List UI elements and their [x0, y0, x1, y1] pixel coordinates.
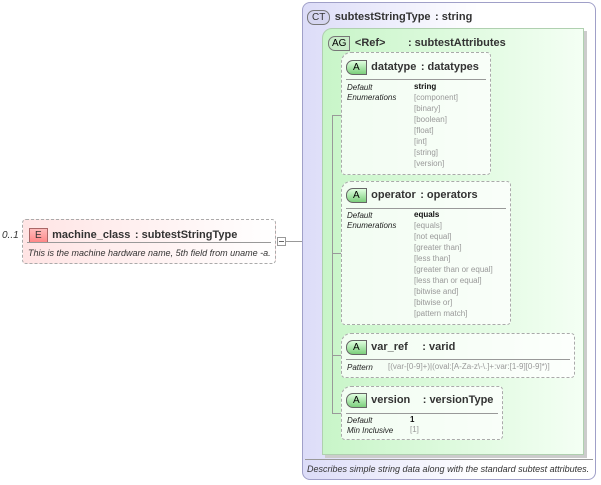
- enum-value: [float]: [414, 126, 434, 135]
- enum-value: [component]: [414, 93, 459, 102]
- default-value: string: [414, 82, 437, 91]
- attribute-group-type: : subtestAttributes: [407, 37, 506, 49]
- complex-type-type: : string: [435, 11, 473, 23]
- element-badge: E: [29, 228, 48, 243]
- min-inclusive-label: Min Inclusive: [347, 426, 394, 435]
- attribute-group-ref: <Ref>: [354, 37, 386, 49]
- enum-value: [int]: [414, 137, 427, 146]
- attribute-version[interactable]: A version : versionType Default Min Incl…: [341, 386, 503, 440]
- enum-value: [less than]: [414, 254, 451, 263]
- complex-type-badge: CT: [307, 10, 331, 25]
- attribute-group-badge: AG: [328, 36, 351, 51]
- element-name: machine_class: [52, 229, 131, 241]
- attribute-name: datatype: [371, 61, 417, 73]
- default-value: equals: [414, 210, 440, 219]
- attribute-type: : versionType: [422, 394, 494, 406]
- enum-value: [binary]: [414, 104, 441, 113]
- default-label: Default: [347, 416, 373, 425]
- attribute-type: : varid: [422, 341, 456, 353]
- enum-value: [not equal]: [414, 232, 452, 241]
- enum-value: [bitwise and]: [414, 287, 459, 296]
- attribute-name: var_ref: [371, 341, 408, 353]
- complex-type-name: subtestStringType: [334, 11, 431, 23]
- enumerations-label: Enumerations: [347, 221, 397, 230]
- enum-value: [string]: [414, 148, 439, 157]
- attribute-badge: A: [346, 340, 367, 355]
- enum-value: [boolean]: [414, 115, 447, 124]
- attribute-var-ref[interactable]: A var_ref : varid Pattern [(var-[0-9]+)|…: [341, 333, 575, 378]
- enum-value: [bitwise or]: [414, 298, 453, 307]
- attribute-type: : datatypes: [420, 61, 479, 73]
- attribute-datatype[interactable]: A datatype : datatypes Default Enumerati…: [341, 52, 491, 175]
- default-value: 1: [410, 415, 415, 424]
- attribute-name: version: [371, 394, 411, 406]
- enum-value: [version]: [414, 159, 445, 168]
- attribute-badge: A: [346, 188, 367, 203]
- min-inclusive-value: [1]: [410, 425, 419, 434]
- complex-type-description: Describes simple string data along with …: [307, 464, 590, 474]
- pattern-label: Pattern: [347, 363, 373, 372]
- enum-value: [greater than or equal]: [414, 265, 493, 274]
- collapse-button[interactable]: [277, 237, 286, 246]
- pattern-value: [(var-[0-9]+)|(oval:[A-Za-z\-\.]+:var:[1…: [388, 362, 550, 371]
- attribute-badge: A: [346, 60, 367, 75]
- enum-value: [equals]: [414, 221, 443, 230]
- enumerations-label: Enumerations: [347, 93, 397, 102]
- element-machine-class[interactable]: E machine_class : subtestStringType This…: [22, 219, 276, 264]
- enum-value: [pattern match]: [414, 309, 468, 318]
- attribute-badge: A: [346, 393, 367, 408]
- enum-value: [less than or equal]: [414, 276, 482, 285]
- occurrence-label: 0..1: [2, 230, 19, 241]
- attribute-type: : operators: [420, 189, 478, 201]
- default-label: Default: [347, 83, 373, 92]
- default-label: Default: [347, 211, 373, 220]
- enum-value: [greater than]: [414, 243, 462, 252]
- element-type: : subtestStringType: [134, 229, 238, 241]
- element-description: This is the machine hardware name, 5th f…: [28, 248, 271, 258]
- attribute-name: operator: [371, 189, 416, 201]
- attribute-operator[interactable]: A operator : operators Default Enumerati…: [341, 181, 511, 325]
